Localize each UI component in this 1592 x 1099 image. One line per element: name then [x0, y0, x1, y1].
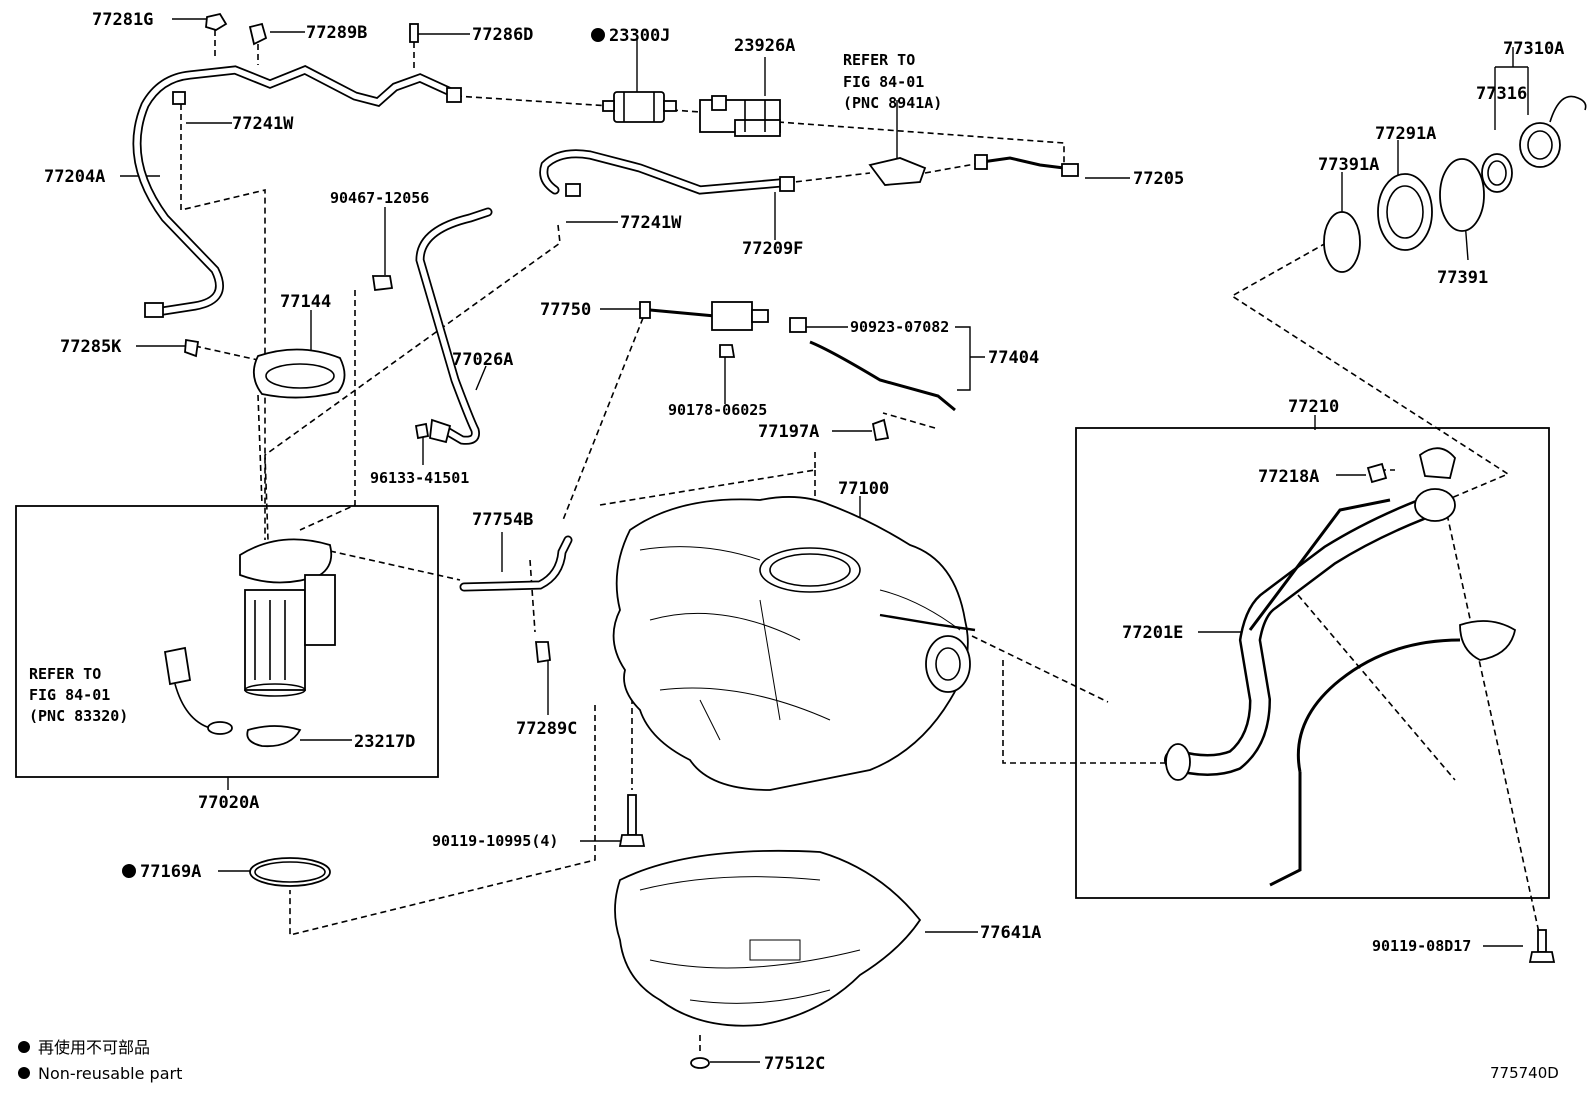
canister-connector: [868, 157, 927, 186]
figure-id: 775740D: [1490, 1064, 1559, 1082]
legend-chinese: 再使用不可部品: [38, 1038, 150, 1057]
label-77209F: 77209F: [742, 239, 803, 259]
label-23217D: 23217D: [354, 732, 415, 752]
label-96133-41501: 96133-41501: [370, 469, 469, 487]
svg-text:REFER TO: REFER TO: [843, 51, 915, 69]
label-77241W-top: 77241W: [232, 114, 294, 134]
clip-90467-12056: [371, 275, 394, 291]
gasket-77144: [252, 348, 346, 399]
hose-77754B: [459, 535, 573, 592]
clip-77289C: [535, 641, 551, 664]
label-77286D: 77286D: [472, 25, 533, 45]
fuel-cap-77310A: [1519, 95, 1587, 168]
legend: 再使用不可部品 Non-reusable part: [18, 1038, 182, 1083]
label-77218A: 77218A: [1258, 467, 1319, 487]
hose-77205: [974, 154, 1079, 177]
legend-english: Non-reusable part: [38, 1064, 182, 1083]
label-77026A: 77026A: [452, 350, 513, 370]
svg-text:FIG 84-01: FIG 84-01: [29, 686, 110, 704]
label-77285K: 77285K: [60, 337, 122, 357]
label-77281G: 77281G: [92, 10, 153, 30]
legend-bullet-english: [18, 1067, 30, 1079]
label-77169A: 77169A: [140, 862, 201, 882]
gasket-77391A: [1323, 211, 1361, 273]
label-90119-10995: 90119-10995(4): [432, 832, 558, 850]
label-77144: 77144: [280, 292, 331, 312]
svg-text:REFER TO: REFER TO: [29, 665, 101, 683]
label-77020A: 77020A: [198, 793, 259, 813]
clip-77286D: [409, 23, 419, 70]
label-77205: 77205: [1133, 169, 1184, 189]
plug-77512C: [690, 1057, 710, 1069]
label-77750: 77750: [540, 300, 591, 320]
gasket-77391: [1439, 158, 1485, 232]
part-labels: 77281G 77289B 77286D 23300J 23926A 77310…: [44, 10, 1564, 1074]
clip-77218A: [1366, 462, 1388, 484]
main-fuel-line-77204A: [132, 65, 462, 318]
label-77210: 77210: [1288, 397, 1339, 417]
leader-lines: [120, 18, 1529, 1063]
label-77289C: 77289C: [516, 719, 577, 739]
label-23300J: 23300J: [609, 26, 670, 46]
protector-77641A: [614, 849, 922, 1027]
label-77197A: 77197A: [758, 422, 819, 442]
label-90467-12056: 90467-12056: [330, 189, 429, 207]
label-90178-06025: 90178-06025: [668, 401, 767, 419]
housing-77291A: [1377, 173, 1433, 251]
non-reusable-marker-77169A: [122, 864, 136, 878]
label-77291A: 77291A: [1375, 124, 1436, 144]
label-77289B: 77289B: [306, 23, 367, 43]
bolt-90119-08D17: [1528, 929, 1556, 963]
svg-text:(PNC 83320): (PNC 83320): [29, 707, 128, 725]
label-77310A: 77310A: [1503, 39, 1564, 59]
label-77316: 77316: [1476, 84, 1527, 104]
fuel-pump-77020A: [163, 538, 336, 748]
fuel-filter-23300J: [602, 91, 677, 123]
gasket-77169A: [249, 857, 331, 887]
label-77391: 77391: [1437, 268, 1488, 288]
refer-note-top: REFER TO FIG 84-01 (PNC 8941A): [843, 51, 942, 112]
label-23926A: 23926A: [734, 36, 795, 56]
label-90119-08D17: 90119-08D17: [1372, 937, 1471, 955]
label-77754B: 77754B: [472, 510, 533, 530]
fuel-pump-assembly-box: [15, 505, 439, 778]
label-90923-07082: 90923-07082: [850, 318, 949, 336]
non-reusable-marker-23300J: [591, 28, 605, 42]
label-77404: 77404: [988, 348, 1039, 368]
clip-77197A: [871, 418, 890, 442]
fuel-tank-77100: [612, 496, 976, 791]
valve-77750: [639, 301, 769, 358]
filler-pipe-assembly-box: [1075, 427, 1550, 899]
hose-77026A: [415, 207, 493, 445]
clip-77285K: [184, 338, 200, 358]
label-77641A: 77641A: [980, 923, 1041, 943]
gasket-77316: [1481, 153, 1513, 193]
valve-23926A: [699, 95, 781, 137]
refer-note-left: REFER TO FIG 84-01 (PNC 83320): [29, 665, 128, 725]
vapor-line-77209F: [539, 149, 795, 197]
label-77204A: 77204A: [44, 167, 105, 187]
hose-77404: [789, 317, 956, 412]
svg-text:(PNC 8941A): (PNC 8941A): [843, 94, 942, 112]
label-77391A: 77391A: [1318, 155, 1379, 175]
legend-bullet-chinese: [18, 1041, 30, 1053]
bolt-90119-10995: [618, 794, 646, 847]
label-77241W-mid: 77241W: [620, 213, 682, 233]
label-77100: 77100: [838, 479, 889, 499]
svg-text:FIG 84-01: FIG 84-01: [843, 73, 924, 91]
label-77512C: 77512C: [764, 1054, 825, 1074]
connector-96133: [414, 422, 430, 440]
clip-77289B: [248, 22, 268, 65]
filler-pipe-77201E: [1164, 447, 1517, 887]
label-77201E: 77201E: [1122, 623, 1183, 643]
clip-77281G: [205, 12, 228, 60]
